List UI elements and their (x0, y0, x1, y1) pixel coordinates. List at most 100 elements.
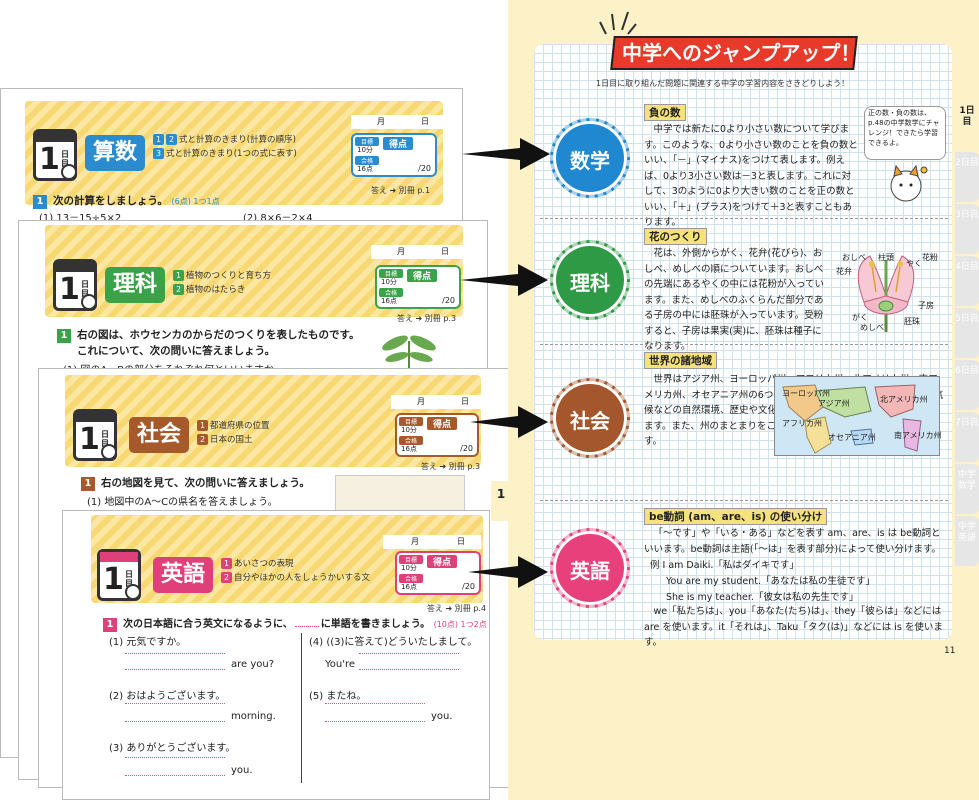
tab-day-4[interactable]: 4日目 (955, 256, 979, 306)
map-label-north-america: 北アメリカ州 (880, 395, 928, 404)
math-heading: 負の数 (644, 104, 686, 121)
answer-line[interactable] (125, 775, 225, 776)
english-example-3: She is my teacher.「彼女は私の先生です」 (666, 592, 859, 603)
flower-label-kafun: 花粉 (922, 253, 938, 262)
flower-label-chutou: 柱頭 (878, 253, 894, 262)
flower-label-meshibe: めしべ (860, 323, 884, 332)
speech-bubble (864, 106, 946, 160)
subject-label: 社会 (129, 417, 189, 453)
item-4-jp: (4) ((3)に答えて)どういたしまして。 (309, 637, 478, 648)
score-box: 目標 10分 合格 16点 得点 /20 (395, 551, 481, 595)
map-label-oceania: オセアニア州 (828, 433, 876, 442)
tab-day-3[interactable]: 3日目 (955, 204, 979, 254)
column-divider (301, 633, 302, 783)
flower-label-oshibe: おしべ (842, 253, 866, 262)
sparkle-icon (599, 11, 637, 35)
tab-day-1[interactable]: 1日目 (955, 100, 979, 150)
answer-line[interactable] (325, 703, 425, 704)
section-divider (540, 218, 948, 219)
arrow-science (460, 264, 548, 296)
answer-line[interactable] (125, 757, 225, 758)
map-label-africa: アフリカ州 (782, 419, 822, 428)
answer-ref: 答え ➜ 別冊 p.3 (421, 462, 481, 471)
sub-question-1: (1) 13－15÷5×2 (39, 213, 122, 224)
subject-label: 理科 (105, 267, 165, 303)
date-box: 月 日 (351, 115, 443, 129)
answer-line[interactable] (125, 703, 225, 704)
flower-diagram (857, 255, 915, 332)
science-body: 花は、外側からがく、花弁(花びら)、おしべ、めしべの順についています。おしべの先… (644, 248, 825, 352)
english-body-2: we「私たちは」、you「あなた(たち)は」、they「彼らは」などには are… (644, 606, 943, 648)
subject-label: 算数 (85, 135, 145, 171)
question-1-cont: これについて、次の問いに答えましょう。 (77, 345, 276, 357)
item-5-jp: (5) またね。 (309, 691, 367, 702)
item-1-en: are you? (231, 659, 275, 670)
answer-line[interactable] (359, 653, 459, 654)
english-example-2: You are my student.「あなたは私の生徒です」 (666, 576, 876, 587)
map-label-europe: ヨーロッパ州 (782, 389, 830, 398)
tab-jh-english[interactable]: 中学英語 (955, 516, 979, 566)
flower-label-kaben: 花弁 (836, 267, 852, 276)
item-5-en: you. (431, 711, 453, 722)
english-heading: be動詞 (am、are、is) の使い分け (644, 508, 828, 525)
tab-day-5[interactable]: 5日目 (955, 308, 979, 358)
map-label-south-america: 南アメリカ州 (894, 431, 942, 440)
side-tab-1: 1 (491, 481, 509, 521)
flower-label-haishu: 胚珠 (904, 317, 920, 326)
intro-text: 1日目に取り組んだ問題に関連する中学の学習内容をさきどりしよう！ (596, 79, 850, 88)
cat-mascot-icon (890, 164, 928, 202)
answer-ref: 答え ➜ 別冊 p.4 (427, 604, 487, 613)
social-circle: 社会 (550, 378, 630, 458)
answer-ref: 答え ➜ 別冊 p.1 (371, 186, 431, 195)
answer-line[interactable] (125, 721, 225, 722)
answer-line[interactable] (359, 669, 459, 670)
clock-icon (101, 444, 117, 460)
english-circle: 英語 (550, 528, 630, 608)
date-box: 月 日 (383, 535, 481, 549)
answer-line[interactable] (125, 669, 225, 670)
answer-line[interactable] (125, 653, 225, 654)
answer-line[interactable] (325, 721, 425, 722)
sub-question-1: (1) 地図中のA～Cの県名を答えましょう。 (87, 497, 278, 508)
tab-day-7[interactable]: 7日目 (955, 412, 979, 462)
score-box: 目標 10分 合格 16点 得点 /20 (351, 133, 437, 177)
calendar-icon: 1 日目 (33, 129, 77, 181)
date-box: 月 日 (371, 245, 463, 259)
plant-illustration (382, 335, 436, 373)
science-circle: 理科 (550, 240, 630, 320)
flower-label-shibou: 子房 (918, 301, 934, 310)
math-circle: 数学 (550, 118, 630, 198)
day-tabs: 1日目 2日目 3日目 4日目 5日目 6日目 7日目 中学数学 中学英語 (955, 100, 979, 568)
world-map-shapes (782, 384, 922, 454)
item-3-jp: (3) ありがとうございます。 (109, 743, 236, 754)
tab-jh-math[interactable]: 中学数学 (955, 464, 979, 514)
calendar-icon: 1 日目 (73, 409, 117, 461)
section-divider (540, 344, 948, 345)
speech-bubble-text: 正の数・負の数は、p.48の中学数学にチャレンジ！できたら学習できるよ。 (868, 109, 940, 147)
date-box: 月 日 (391, 395, 483, 409)
page-number: 11 (944, 646, 956, 656)
social-heading: 世界の諸地域 (644, 352, 717, 369)
world-map (774, 376, 940, 456)
science-heading: 花のつくり (644, 228, 707, 245)
english-body: 「～です」や「いる・ある」などを表す am、are、is は be動詞といいます… (644, 528, 941, 555)
tab-day-6[interactable]: 6日目 (955, 360, 979, 410)
clock-icon (61, 164, 77, 180)
tab-day-2[interactable]: 2日目 (955, 152, 979, 202)
item-2-en: morning. (231, 711, 276, 722)
item-2-jp: (2) おはようございます。 (109, 691, 226, 702)
section-divider (540, 500, 948, 501)
calendar-icon: 1 日目 (97, 549, 141, 601)
score-box: 目標 10分 合格 16点 得点 /20 (375, 265, 461, 309)
item-4-en: You're (325, 659, 356, 670)
banner-title: 中学へのジャンプアップ！ (622, 41, 861, 65)
flower-label-yaku: やく (906, 259, 922, 268)
answer-ref: 答え ➜ 別冊 p.3 (397, 314, 457, 323)
